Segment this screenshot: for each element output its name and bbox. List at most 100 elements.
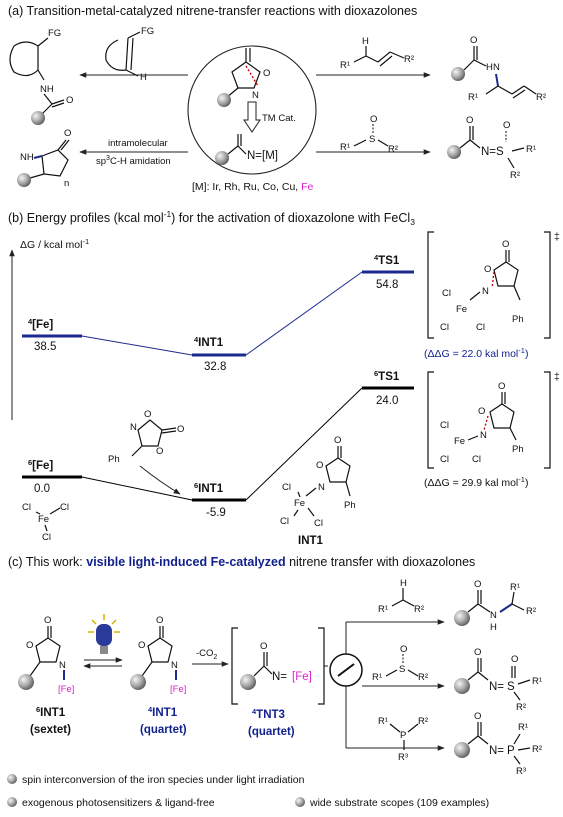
dioxazolone-o3: O — [177, 424, 184, 435]
c-q4-o-left: O — [138, 640, 145, 651]
c-p-r1: R¹ — [378, 716, 388, 727]
c-pn-r3: R³ — [516, 766, 526, 777]
qts-n: N — [482, 286, 489, 297]
alkene-substrate: H R¹ R² — [340, 36, 414, 71]
c-phosphinimine-product: O N= P R¹ R² R³ — [454, 711, 542, 777]
h-allylic-label: H — [486, 62, 493, 73]
dioxazolone-o2: O — [156, 446, 163, 457]
sextet-fe-value: 0.0 — [34, 483, 50, 495]
sulfilimine-product: O N=S O R¹ R² — [447, 115, 536, 181]
free-dioxazolone: N O O O Ph — [108, 409, 184, 465]
qts-o-top: O — [502, 239, 509, 250]
fecl3-structure: Fe Cl Cl Cl — [22, 502, 69, 543]
c-so-o: O — [400, 644, 407, 655]
c-sfx-r1: R¹ — [532, 676, 542, 687]
light-irradiation — [88, 614, 120, 654]
c-tnt-o: O — [260, 641, 267, 652]
int1-n: N — [318, 482, 325, 493]
binding-arrow — [139, 465, 181, 495]
qts-o-left: O — [484, 264, 491, 275]
int1-ph: Ph — [344, 500, 356, 511]
bullet-icon — [7, 774, 17, 784]
c-q4-fe: [Fe] — [170, 684, 186, 695]
n-allylic-label: N — [493, 62, 500, 73]
c-amide-r2: R² — [526, 606, 536, 617]
h-alkene-label: H — [362, 36, 369, 47]
c-s6-state: (sextet) — [30, 724, 71, 736]
metal-list-fe: Fe — [301, 181, 313, 193]
sp3-amidation-label: sp3C-H amidation — [96, 155, 171, 167]
o-allylic-label: O — [470, 35, 477, 46]
c-pn-n: N= — [489, 745, 504, 757]
sts-cl-c: Cl — [472, 454, 481, 465]
int1-o-left: O — [316, 460, 323, 471]
c-sfx-r2: R² — [516, 702, 526, 713]
sextet-ts1-label: 6TS1 — [374, 369, 400, 383]
tm-cat-label: TM Cat. — [262, 113, 296, 124]
c-s6-fe: [Fe] — [58, 684, 74, 695]
c-sfx-s: S — [507, 681, 515, 693]
c-q4-o-top: O — [156, 615, 163, 626]
bullet-spin: spin interconversion of the iron species… — [22, 774, 305, 786]
metal-list: [M]: Ir, Rh, Ru, Co, Cu, Fe — [192, 181, 314, 193]
c-r1-alk: R¹ — [378, 604, 388, 615]
reaction-hub — [324, 619, 445, 751]
sulfide-substrate: O S R¹ R² — [340, 114, 398, 155]
co2-label: -CO2 — [196, 648, 217, 661]
int1-cl-a: Cl — [282, 482, 291, 493]
o-sulfilimine-label: O — [466, 115, 473, 126]
int1-fe: Fe — [294, 498, 305, 509]
panel-b-heading: (b) Energy profiles (kcal mol-1) for the… — [8, 209, 415, 227]
r2-sulfide-label: R² — [388, 144, 398, 155]
c-amide-r1: R¹ — [510, 582, 520, 593]
c-so-r1: R¹ — [372, 672, 382, 683]
ring-o-label: O — [263, 68, 270, 79]
fecl3-cl-c: Cl — [42, 532, 51, 543]
nh-product-label: NH — [40, 84, 54, 95]
c-q4-state: (quartet) — [140, 724, 187, 736]
sextet-fe-label: 6[Fe] — [28, 458, 53, 472]
n-eq-s-label: N=S — [481, 146, 504, 158]
o-lactam-label: O — [64, 128, 71, 139]
quartet-ddg: (ΔΔG = 22.0 kal mol-1) — [424, 346, 528, 360]
r2-sulfilimine-label: R² — [510, 170, 520, 181]
c-p-p: P — [400, 730, 406, 741]
quartet-ts1-value: 54.8 — [376, 279, 398, 291]
c-amide-o: O — [474, 579, 481, 590]
fg-substrate-label: FG — [141, 26, 154, 37]
sextet-ts1-value: 24.0 — [376, 395, 398, 407]
o-sulfoxide-label: O — [370, 114, 377, 125]
c-h-label: H — [400, 578, 407, 589]
quartet-ts1-label: 4TS1 — [374, 253, 400, 267]
c-pn-p: P — [507, 745, 515, 757]
c-pn-r1: R¹ — [518, 722, 528, 733]
nh-lactam-label: NH — [20, 152, 34, 163]
c-so-s: S — [399, 664, 405, 675]
metal-list-prefix: [M]: Ir, Rh, Ru, Co, Cu, — [192, 181, 301, 193]
c-pn-r2: R² — [532, 744, 542, 755]
c-s6-n: N — [59, 660, 66, 671]
dioxazolone-catalysis-hub: O N TM Cat. N=[M] — [187, 45, 317, 175]
quartet-int1-label: 4INT1 — [194, 335, 224, 349]
qts-cl-c: Cl — [476, 322, 485, 333]
allylic-amide-product: O H N R¹ R² — [451, 35, 546, 103]
r2-alkene-label: R² — [404, 54, 414, 65]
c-sulfoxide-substrate: O S R¹ R² — [372, 644, 428, 683]
dioxazolone-n: N — [130, 422, 137, 433]
sts-o-top: O — [498, 381, 505, 392]
c-tnt-label: 4TNT3 — [252, 707, 285, 721]
c-p-r3: R³ — [398, 752, 408, 763]
qts-fe: Fe — [456, 304, 467, 315]
c-amide-n: N — [490, 610, 497, 621]
sextet-profile: 6[Fe] 0.0 6INT1 -5.9 6TS1 24.0 — [22, 369, 414, 519]
c-tnt-state: (quartet) — [248, 726, 295, 738]
c-phosphine-substrate: P R¹ R² R³ — [378, 716, 428, 763]
ring-n-label: N — [252, 90, 259, 101]
c-s6-o-top: O — [44, 615, 51, 626]
sts-cl-a: Cl — [440, 420, 449, 431]
sts-n: N — [480, 430, 487, 441]
feature-bullets: spin interconversion of the iron species… — [7, 774, 489, 809]
o-amide-label: O — [66, 95, 73, 106]
c-alkane-substrate: H R¹ R² — [378, 578, 424, 615]
panel-a-heading: (a) Transition-metal-catalyzed nitrene-t… — [8, 4, 417, 18]
